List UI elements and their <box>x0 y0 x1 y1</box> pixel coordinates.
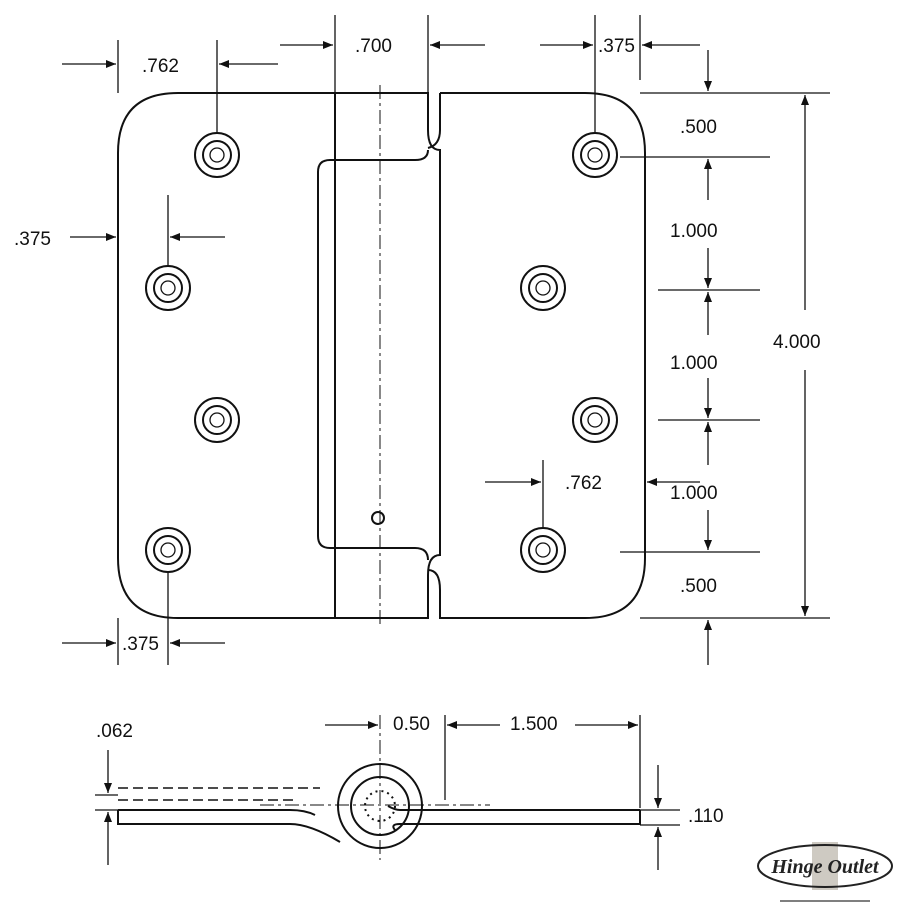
dim-700: .700 <box>355 36 392 57</box>
dim-375-top: .375 <box>598 36 635 57</box>
screw-hole <box>572 132 618 178</box>
screw-hole <box>194 132 240 178</box>
hinge-outlet-logo: Hinge Outlet <box>757 842 893 902</box>
pin-hole <box>371 511 385 525</box>
screw-hole <box>145 265 191 311</box>
dim-762-right: .762 <box>565 473 602 494</box>
dim-062: .062 <box>96 721 133 742</box>
dim-110: .110 <box>688 806 724 827</box>
side-view: 0.50 1.500 .062 .110 <box>95 714 724 870</box>
screw-hole <box>520 265 566 311</box>
right-leaf <box>427 92 646 619</box>
dim-500-top: .500 <box>680 117 717 138</box>
knuckle <box>317 85 441 625</box>
top-view-dimensions: .762 .700 .375 .375 .500 1.000 1.000 1.0… <box>14 15 830 665</box>
left-leaf <box>117 92 335 619</box>
dim-1000-b: 1.000 <box>670 353 718 374</box>
screw-holes <box>145 132 618 573</box>
dim-375-bottom: .375 <box>122 634 159 655</box>
screw-hole <box>194 397 240 443</box>
dim-500-bottom: .500 <box>680 576 717 597</box>
screw-hole <box>520 527 566 573</box>
dim-1000-a: 1.000 <box>670 221 718 242</box>
logo-name: Hinge Outlet <box>770 856 880 878</box>
dim-1000-c: 1.000 <box>670 483 718 504</box>
screw-hole <box>572 397 618 443</box>
screw-hole <box>145 527 191 573</box>
dim-762-top: .762 <box>142 56 179 77</box>
dim-1500: 1.500 <box>510 714 558 735</box>
dim-375-left: .375 <box>14 229 51 250</box>
dim-4000: 4.000 <box>773 332 821 353</box>
dim-050: 0.50 <box>393 714 430 735</box>
